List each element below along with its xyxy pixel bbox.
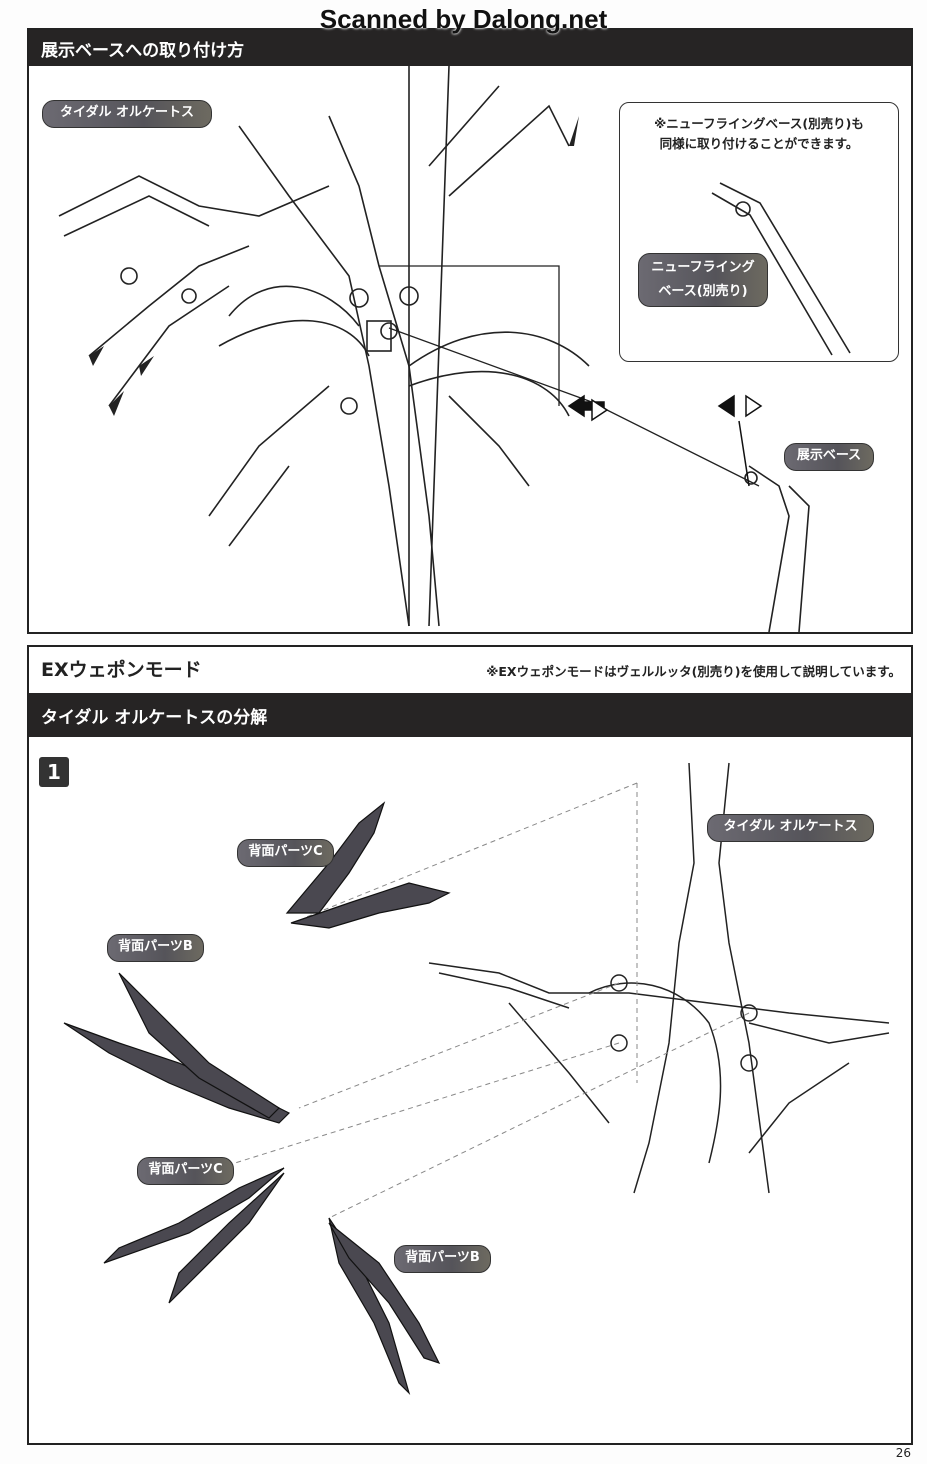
display-base-panel: 展示ベースへの取り付け方 — [27, 28, 913, 634]
label-new-flying-base: ニューフライング ベース(別売り) — [638, 253, 768, 307]
ex-weapon-mode-title: EXウェポンモード — [41, 659, 202, 681]
label-back-part-b: 背面パーツB — [107, 934, 204, 962]
watermark: Scanned by Dalong.net — [319, 4, 608, 34]
ex-weapon-mode-note: ※EXウェポンモードはヴェルルッタ(別売り)を使用して説明しています。 — [486, 664, 901, 679]
label-flying-base-line1: ニューフライング — [651, 260, 755, 275]
section-title: 展示ベースへの取り付け方 — [29, 30, 911, 66]
label-back-part-c: 背面パーツC — [237, 839, 334, 867]
ex-weapon-panel: EXウェポンモード ※EXウェポンモードはヴェルルッタ(別売り)を使用して説明し… — [27, 645, 913, 1445]
model-illustration — [58, 66, 810, 632]
label-tidal-orcatus-2: タイダル オルケートス — [707, 814, 874, 842]
label-display-base: 展示ベース — [784, 443, 874, 471]
note-text-line1: ※ニューフライングベース(別売り)も — [654, 116, 864, 131]
label-back-part-b-2: 背面パーツB — [394, 1245, 491, 1273]
label-tidal-orcatus: タイダル オルケートス — [42, 100, 212, 128]
label-flying-base-line2: ベース(別売り) — [658, 284, 748, 299]
disassembly-title: タイダル オルケートスの分解 — [29, 693, 911, 737]
label-back-part-c-2: 背面パーツC — [137, 1157, 234, 1185]
flying-base-note-box: ※ニューフライングベース(別売り)も 同様に取り付けることができます。 ニューフ… — [619, 102, 899, 362]
page-number: 26 — [895, 1446, 911, 1460]
note-text-line2: 同様に取り付けることができます。 — [659, 136, 859, 151]
step-number: 1 — [39, 757, 69, 787]
disassembly-illustration — [63, 762, 890, 1396]
flying-base-illustration — [711, 182, 851, 356]
